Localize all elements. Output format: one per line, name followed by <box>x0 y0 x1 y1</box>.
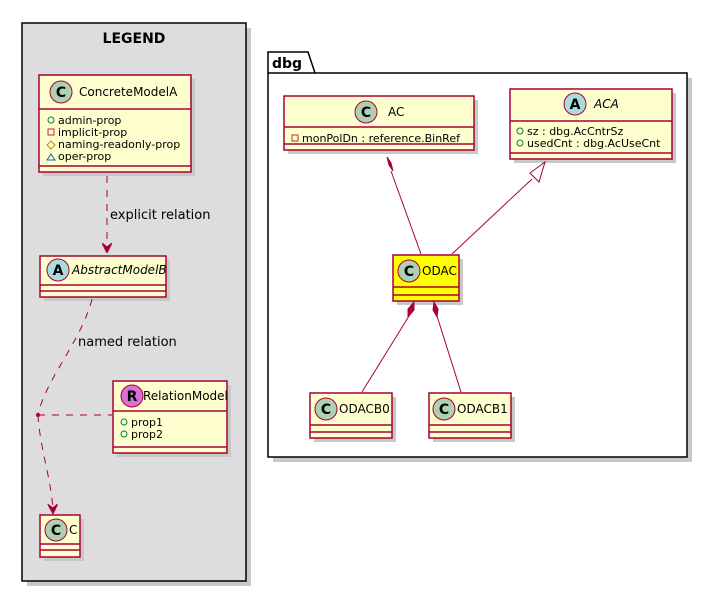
member-oper-prop: oper-prop <box>58 150 111 163</box>
abstract-a-letter: A <box>570 97 581 113</box>
abstract-class-name: AbstractModelB <box>71 263 167 277</box>
relation-r-icon <box>120 384 144 408</box>
private-visibility-icon <box>47 128 55 136</box>
class-name: C <box>69 523 77 537</box>
explicit-relation-label: explicit relation <box>110 208 210 223</box>
public-visibility-icon <box>516 127 524 135</box>
protected-visibility-icon <box>46 140 56 150</box>
abstract-a-letter: A <box>53 263 64 279</box>
package-name: dbg <box>272 56 302 72</box>
class-c-letter: C <box>56 85 66 101</box>
named-relation-line <box>37 298 93 416</box>
public-visibility-icon <box>516 139 524 147</box>
class-odacb1[interactable]: C ODACB1 <box>428 392 515 442</box>
class-name: AC <box>388 105 404 119</box>
class-c-icon <box>49 80 73 104</box>
class-odacb0[interactable]: C ODACB0 <box>309 392 396 442</box>
inheritance-triangle <box>529 160 546 183</box>
package-visibility-icon <box>46 153 56 161</box>
private-visibility-icon <box>291 134 299 142</box>
odac-odacb1-composition <box>436 315 462 393</box>
member-used-cnt: usedCnt : dbg.AcUseCnt <box>527 137 661 150</box>
member-mon-pol-dn: monPolDn : reference.BinRef <box>302 132 461 145</box>
ac-odac-composition <box>390 170 422 255</box>
class-c-icon <box>354 100 378 124</box>
abstract-a-icon <box>46 258 70 282</box>
member-prop1: prop1 <box>131 416 163 429</box>
public-visibility-icon <box>47 116 55 124</box>
member-implicit-prop: implicit-prop <box>58 126 127 139</box>
class-name: ODACB1 <box>457 402 508 416</box>
class-c-letter: C <box>361 105 371 121</box>
odac-odacb0-composition <box>361 315 410 393</box>
named-relation-arrow <box>37 414 53 513</box>
member-sz: sz : dbg.AcCntrSz <box>527 125 623 138</box>
relation-r-letter: R <box>127 389 138 405</box>
relation-class-name: RelationModel <box>143 389 228 403</box>
class-ac[interactable]: C AC monPolDn : reference.BinRef <box>283 95 478 154</box>
class-c-letter: C <box>404 264 414 280</box>
member-naming-readonly-prop: naming-readonly-prop <box>58 138 180 151</box>
class-c-icon <box>397 259 421 283</box>
member-prop2: prop2 <box>131 428 163 441</box>
composition-diamond <box>386 156 394 172</box>
class-c-icon <box>44 518 68 542</box>
class-c-letter: C <box>51 523 61 539</box>
class-name: ConcreteModelA <box>79 85 178 99</box>
named-relation-label: named relation <box>78 335 177 350</box>
class-c-icon <box>314 397 338 421</box>
class-aca[interactable]: A ACA sz : dbg.AcCntrSz usedCnt : dbg.Ac… <box>509 88 676 163</box>
class-abstract-model-b[interactable]: A AbstractModelB <box>39 255 170 301</box>
abstract-a-icon <box>563 92 587 116</box>
class-name: ODACB0 <box>339 402 390 416</box>
class-odac[interactable]: C ODAC <box>392 254 463 305</box>
public-visibility-icon <box>120 430 128 438</box>
class-relation-model[interactable]: R RelationModel prop1 prop2 <box>112 380 231 457</box>
class-c-icon <box>432 397 456 421</box>
class-concrete-model-a[interactable]: C ConcreteModelA admin-prop implicit-pro… <box>38 74 195 176</box>
member-admin-prop: admin-prop <box>58 114 121 127</box>
class-c-letter: C <box>321 402 331 418</box>
abstract-class-name: ACA <box>593 97 619 111</box>
class-c-letter: C <box>439 402 449 418</box>
legend-title: LEGEND <box>103 31 166 47</box>
aca-odac-inheritance <box>451 178 533 255</box>
class-name: ODAC <box>422 264 457 278</box>
class-c[interactable]: C C <box>39 514 84 561</box>
public-visibility-icon <box>120 418 128 426</box>
